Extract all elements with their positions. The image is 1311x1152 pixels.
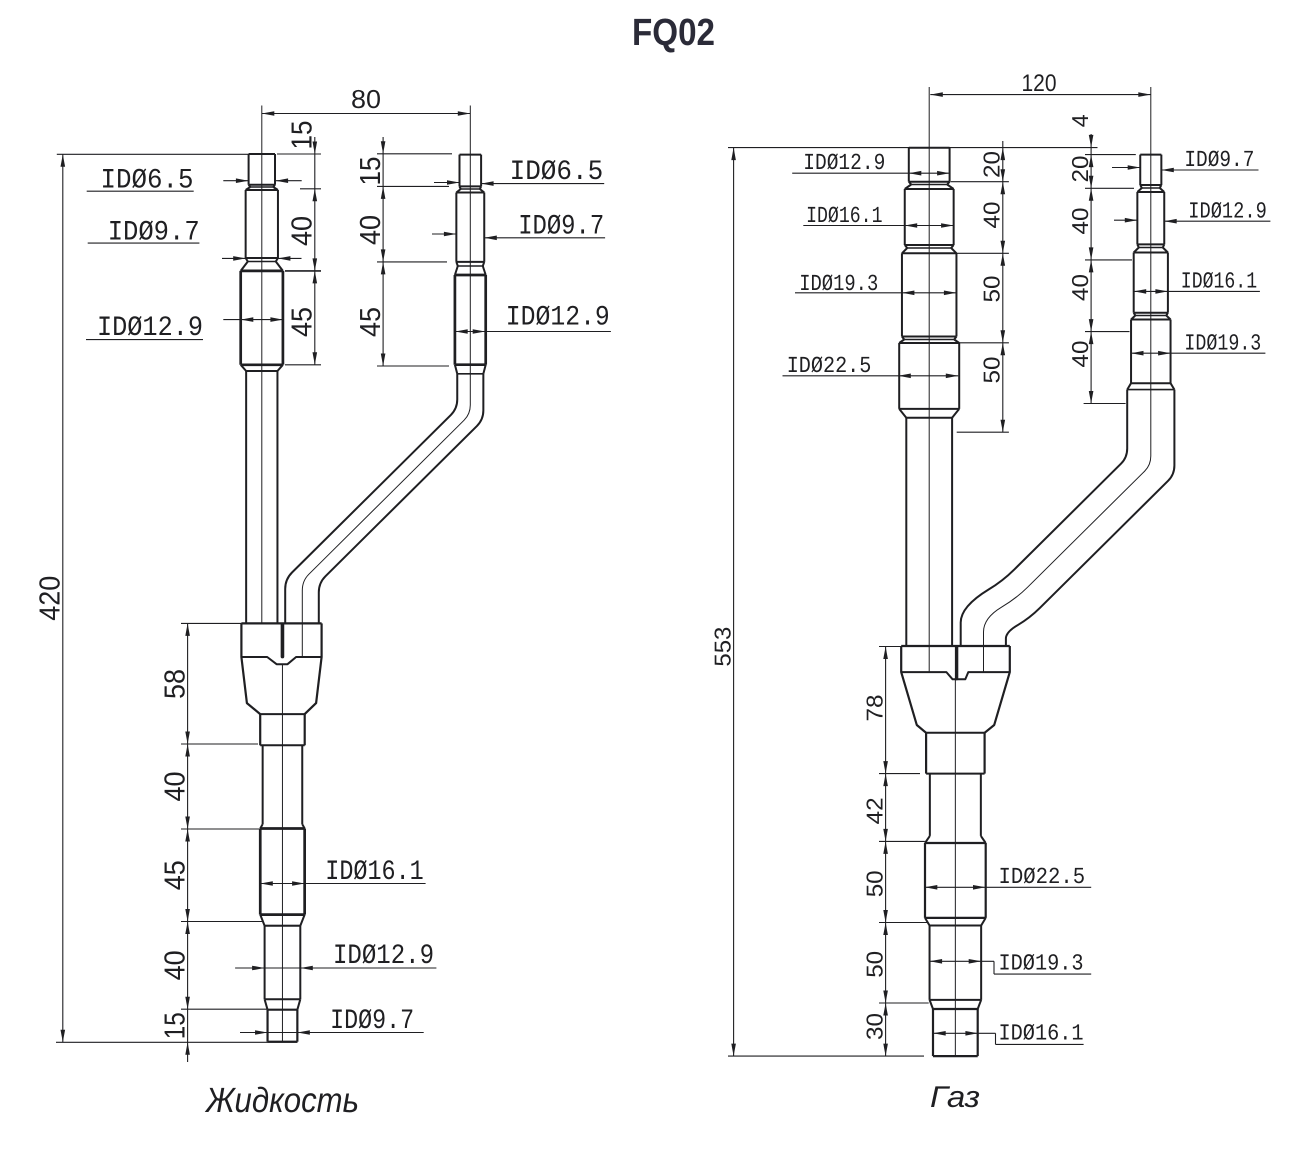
svg-text:120: 120 xyxy=(1022,70,1057,97)
svg-text:40: 40 xyxy=(159,950,191,980)
svg-text:Жидкость: Жидкость xyxy=(204,1081,359,1120)
svg-text:20: 20 xyxy=(979,151,1005,178)
svg-text:IDØ16.1: IDØ16.1 xyxy=(806,203,882,229)
svg-text:45: 45 xyxy=(287,307,319,337)
svg-text:IDØ22.5: IDØ22.5 xyxy=(787,353,872,379)
svg-text:553: 553 xyxy=(709,627,735,667)
svg-text:IDØ16.1: IDØ16.1 xyxy=(1181,269,1257,295)
svg-text:IDØ19.3: IDØ19.3 xyxy=(999,951,1084,977)
svg-text:20: 20 xyxy=(1067,156,1093,183)
svg-text:40: 40 xyxy=(1067,208,1093,235)
svg-text:50: 50 xyxy=(979,276,1005,303)
svg-text:15: 15 xyxy=(287,121,319,150)
svg-text:Газ: Газ xyxy=(930,1081,980,1114)
svg-text:40: 40 xyxy=(1067,274,1093,301)
svg-text:50: 50 xyxy=(979,357,1005,384)
svg-text:4: 4 xyxy=(1067,114,1093,127)
svg-text:50: 50 xyxy=(861,870,887,897)
svg-text:IDØ6.5: IDØ6.5 xyxy=(510,157,604,188)
svg-text:15: 15 xyxy=(355,157,387,186)
svg-text:45: 45 xyxy=(159,860,191,890)
svg-text:45: 45 xyxy=(355,307,387,337)
svg-text:40: 40 xyxy=(159,772,191,802)
svg-text:40: 40 xyxy=(287,216,319,246)
svg-text:42: 42 xyxy=(861,797,887,824)
svg-text:50: 50 xyxy=(861,951,887,978)
svg-text:40: 40 xyxy=(355,215,387,245)
svg-text:IDØ12.9: IDØ12.9 xyxy=(506,303,610,334)
svg-text:30: 30 xyxy=(861,1013,887,1040)
svg-text:FQ02: FQ02 xyxy=(632,12,715,54)
svg-text:420: 420 xyxy=(35,576,67,621)
svg-text:58: 58 xyxy=(159,669,191,699)
svg-text:IDØ16.1: IDØ16.1 xyxy=(999,1021,1084,1047)
svg-text:IDØ22.5: IDØ22.5 xyxy=(999,864,1086,890)
svg-text:40: 40 xyxy=(1067,341,1093,368)
svg-text:IDØ6.5: IDØ6.5 xyxy=(101,166,194,197)
svg-text:IDØ19.3: IDØ19.3 xyxy=(1184,330,1261,356)
svg-text:15: 15 xyxy=(159,1012,191,1039)
svg-text:78: 78 xyxy=(861,695,887,722)
svg-text:IDØ12.9: IDØ12.9 xyxy=(803,150,885,176)
svg-text:40: 40 xyxy=(979,202,1005,229)
svg-text:IDØ12.9: IDØ12.9 xyxy=(333,941,434,972)
svg-text:IDØ12.9: IDØ12.9 xyxy=(1188,199,1267,225)
svg-text:IDØ9.7: IDØ9.7 xyxy=(1184,147,1254,173)
svg-text:IDØ12.9: IDØ12.9 xyxy=(97,313,203,344)
svg-text:80: 80 xyxy=(351,84,381,114)
